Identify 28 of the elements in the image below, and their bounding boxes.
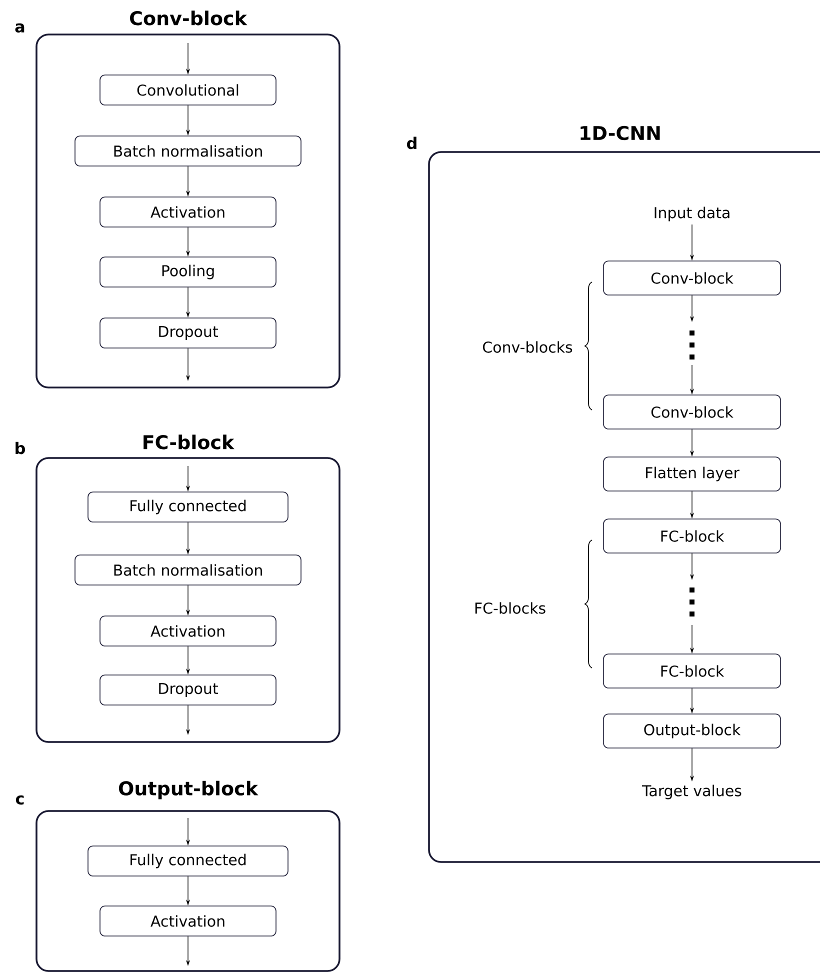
panel-letter: d [407, 136, 416, 150]
node-label: Conv-block [130, 10, 248, 26]
layer-box: Activation [100, 616, 276, 646]
layer-box: Activation [100, 196, 276, 228]
layer-box: FC-block [603, 654, 781, 688]
data-label: Target values [642, 784, 742, 800]
panel-letter: c [16, 795, 24, 805]
layer-box: Flatten layer [603, 456, 781, 492]
layer-box: Conv-block [603, 260, 781, 296]
group-label: Conv-blocks [483, 341, 572, 353]
node-label: Output-block [118, 780, 258, 800]
panel-letter: b [16, 442, 25, 454]
layer-box: Dropout [100, 674, 276, 706]
layer-box: Convolutional [100, 74, 276, 106]
group-label: FC-blocks [475, 602, 546, 614]
layer-box: Fully connected [88, 846, 288, 876]
layer-box: Conv-block [603, 394, 781, 430]
layer-box: FC-block [603, 518, 781, 554]
layer-box: Dropout [100, 318, 276, 348]
layer-box: Batch normalisation [74, 136, 302, 166]
layer-box: Activation [100, 906, 276, 936]
node-label: FC-block [144, 434, 234, 450]
layer-box: Fully connected [88, 492, 288, 522]
layer-box: Pooling [100, 256, 276, 288]
panel-letter: a [15, 23, 24, 33]
layer-box: Output-block [603, 714, 781, 748]
data-label: Input data [654, 206, 730, 222]
layer-box: Batch normalisation [74, 554, 302, 586]
